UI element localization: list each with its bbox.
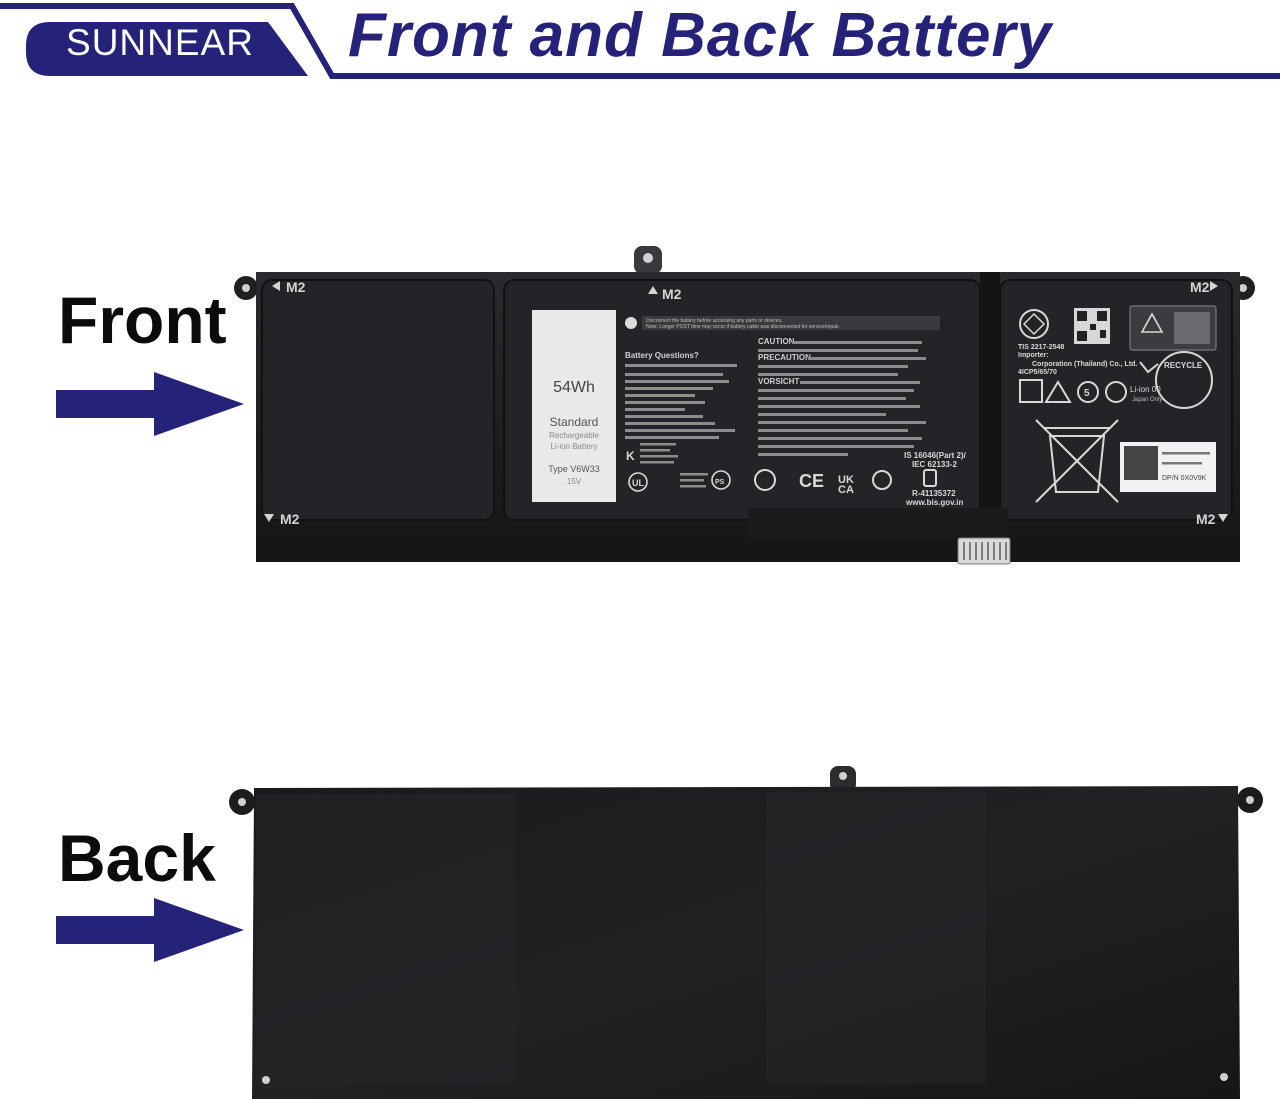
warning-triangle-icon [1044, 380, 1072, 403]
importer-label: Importer: [1018, 352, 1049, 359]
importer-name: Corporation (Thailand) Co., Ltd. [1032, 361, 1137, 368]
registration-number: R-41135372 [912, 489, 956, 498]
regulatory-text-left [625, 364, 737, 439]
recycle-symbol-icon [872, 470, 892, 490]
japan-only-text: Japan Only [1132, 397, 1162, 403]
battery-back-image [229, 766, 1263, 1099]
ukca-mark-icon: UK [838, 474, 854, 486]
eco-5-icon [1077, 381, 1099, 403]
regulatory-text-right [758, 341, 926, 456]
front-cell-gap [980, 272, 1000, 562]
voltage-text: 15V [567, 477, 582, 486]
is-standard-text: IS 16046(Part 2)/ [904, 451, 967, 460]
precaution-heading: PRECAUTION [758, 353, 811, 362]
liion-text: Li-ion Battery [550, 442, 597, 451]
svg-text:5: 5 [1084, 388, 1090, 399]
header-underline [0, 3, 1280, 79]
capacity-label-panel [532, 310, 616, 502]
bis-icon [923, 469, 937, 487]
capacity-text: 54Wh [553, 379, 595, 396]
front-ribbon-channel [748, 508, 1008, 538]
certification-marks-center: CE UK CA [754, 469, 937, 496]
iec-standard-text: IEC 62133-2 [912, 460, 957, 469]
warning-line-1: Disconnect the battery before accessing … [646, 318, 782, 324]
standard-text: Standard [550, 415, 599, 429]
tis-mark-icon [1019, 309, 1049, 339]
header-banner: SUNNEAR Front and Back Battery [0, 0, 1280, 90]
screw-mark-top-right: M2 [1190, 279, 1210, 295]
battery-questions-heading: Battery Questions? [625, 351, 699, 360]
screw-mark-bottom-left: M2 [280, 511, 300, 527]
svg-text:CA: CA [838, 484, 854, 496]
certification-marks-left: K UL PS [626, 443, 731, 492]
battery-type-text: Type V6W33 [548, 464, 600, 474]
back-mounting-tabs [229, 766, 1263, 815]
page-title: Front and Back Battery [348, 1, 1053, 70]
front-arrow-icon [56, 372, 244, 436]
screw-mark-top-center: M2 [662, 286, 682, 302]
back-screw-hole-right [1220, 1073, 1228, 1081]
ce-mark-icon: CE [799, 471, 824, 491]
cell-code: 4ICP5/65/70 [1018, 369, 1057, 376]
screw-mark-top-left: M2 [286, 279, 306, 295]
screw-marks: M2 M2 M2 M2 M2 [264, 279, 1228, 527]
warning-bar [642, 316, 940, 330]
liion-mark-text: Li-ion 00 [1130, 385, 1161, 394]
front-connector [957, 537, 1011, 565]
brand-name: SUNNEAR [66, 22, 254, 63]
importer-code: TIS 2217-2548 [1018, 344, 1064, 351]
warning-line-2: Note: Longer POST time may occur if batt… [646, 324, 840, 330]
battery-symbol-icon [1019, 379, 1043, 403]
back-cell-panels [256, 792, 986, 1084]
part-number-text: DP/N 0X0V9K [1162, 475, 1207, 482]
back-screw-hole-left [262, 1076, 270, 1084]
qr-code-bottom [1124, 446, 1158, 480]
svg-text:UL: UL [632, 478, 644, 488]
rohs-icon [754, 469, 776, 491]
brand-badge [26, 22, 308, 76]
weee-crossed-bin-icon [1035, 419, 1119, 503]
back-arrow-icon [56, 898, 244, 962]
svg-text:K: K [626, 449, 635, 463]
header-graphic [0, 3, 1280, 79]
back-label: Back [58, 821, 216, 895]
recycle-seal-icon [1155, 351, 1213, 409]
caution-heading: CAUTION [758, 337, 795, 346]
recycle-seal-text: RECYCLE [1164, 361, 1203, 370]
bis-website: www.bis.gov.in [905, 498, 963, 507]
epa-icon [1105, 381, 1127, 403]
vorsicht-heading: VORSICHT [758, 377, 799, 386]
battery-front-image: M2 M2 M2 M2 M2 54Wh Standard Rechargeabl… [234, 246, 1255, 565]
right-cell-labels: TIS 2217-2548 Importer: Corporation (Tha… [1018, 305, 1217, 503]
screw-mark-bottom-right: M2 [1196, 511, 1216, 527]
warning-icon [625, 317, 637, 329]
rechargeable-text: Rechargeable [549, 431, 599, 440]
front-label: Front [58, 283, 227, 357]
svg-text:PS: PS [715, 479, 725, 486]
